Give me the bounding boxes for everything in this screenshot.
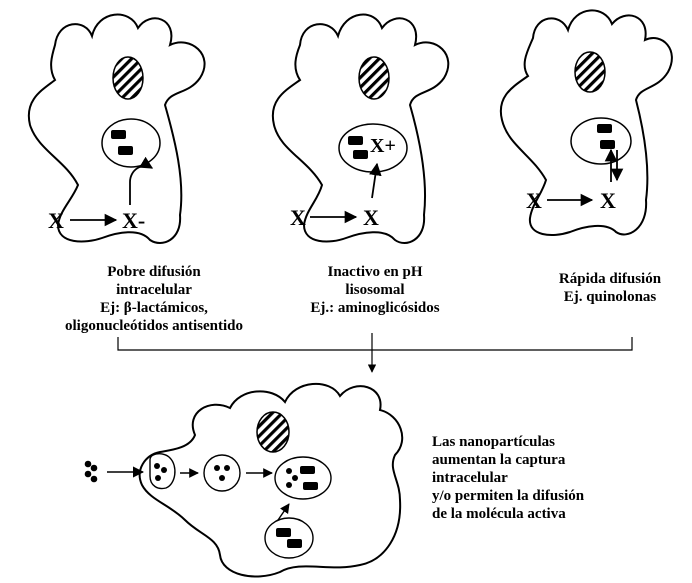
connector-bracket: [118, 333, 632, 372]
cell-2-x-outside: X: [290, 205, 306, 230]
cell-3-drug-block: [600, 140, 615, 149]
nanoparticle-dot: [154, 463, 160, 469]
lysosome-with-nanoparticles: [275, 457, 331, 499]
cell-1: X X-: [29, 15, 205, 243]
cell-3-nucleus: [575, 52, 605, 92]
panel-2-caption-line: Inactivo en pH: [290, 263, 460, 281]
cell-1-x-outside: X: [48, 208, 64, 233]
cell-1-uptake-arrow: [130, 166, 152, 205]
nanoparticle-cell-nucleus: [257, 412, 289, 452]
panel-3-caption-line: Ej. quinolonas: [530, 288, 690, 306]
nanoparticle-dot: [91, 465, 98, 472]
nanoparticle-dot: [214, 465, 220, 471]
vesicle-drug-block: [287, 539, 302, 548]
nanoparticle-dot: [219, 475, 225, 481]
nanoparticle-dot: [91, 476, 98, 483]
vesicle-drug-block: [276, 528, 291, 537]
cell-1-nucleus: [113, 57, 143, 99]
panel-1-caption-line: Ej: β-lactámicos,: [40, 299, 268, 317]
nanoparticle-caption: Las nanopartículas aumentan la captura i…: [432, 433, 584, 523]
cell-3: X X: [501, 10, 672, 235]
cell-3-drug-block: [597, 124, 612, 133]
cell-2: X+ X X: [273, 15, 448, 243]
cell-2-x-inside: X: [363, 205, 379, 230]
panel-1-caption: Pobre difusión intracelular Ej: β-lactám…: [40, 263, 268, 335]
nanoparticle-caption-line: Las nanopartículas: [432, 433, 584, 451]
cell-3-x-outside: X: [526, 188, 542, 213]
nanoparticle-dot: [155, 475, 161, 481]
nanoparticle-caption-line: aumentan la captura: [432, 451, 584, 469]
cell-3-x-inside: X: [600, 188, 616, 213]
panel-3-caption-line: Rápida difusión: [530, 270, 690, 288]
panel-2-caption: Inactivo en pH lisosomal Ej.: aminoglicó…: [290, 263, 460, 317]
lysosome-drug-block: [300, 466, 315, 474]
cell-1-drug-block: [118, 146, 133, 155]
panel-2-caption-line: Ej.: aminoglicósidos: [290, 299, 460, 317]
cell-2-x-lysosome: X+: [370, 135, 396, 157]
nanoparticle-dot: [224, 465, 230, 471]
cell-2-drug-block: [353, 150, 368, 159]
nanoparticle-dot: [292, 475, 298, 481]
free-nanoparticle: [85, 461, 98, 483]
panel-1-caption-line: intracelular: [40, 281, 268, 299]
cell-2-nucleus: [359, 57, 389, 99]
nanoparticle-dot: [85, 471, 92, 478]
cell-1-lysosome: [102, 119, 160, 167]
bracket-line: [118, 337, 632, 350]
cell-2-drug-block: [348, 136, 363, 145]
nanoparticle-caption-line: y/o permiten la difusión: [432, 487, 584, 505]
cell-1-x-inside: X-: [122, 208, 145, 233]
cell-1-drug-block: [111, 130, 126, 139]
drug-vesicle: [265, 518, 313, 558]
nanoparticle-dot: [286, 468, 292, 474]
panel-2-caption-line: lisosomal: [290, 281, 460, 299]
nanoparticle-caption-line: de la molécula activa: [432, 505, 584, 523]
nanoparticle-cell: [85, 384, 403, 577]
panel-3-caption: Rápida difusión Ej. quinolonas: [530, 270, 690, 306]
endosome: [204, 455, 240, 491]
panel-1-caption-line: Pobre difusión: [40, 263, 268, 281]
panel-1-caption-line: oligonucleótidos antisentido: [40, 317, 268, 335]
nanoparticle-dot: [161, 467, 167, 473]
lysosome-drug-block: [303, 482, 318, 490]
nanoparticle-dot: [85, 461, 92, 468]
nanoparticle-dot: [286, 482, 292, 488]
nanoparticle-caption-line: intracelular: [432, 469, 584, 487]
